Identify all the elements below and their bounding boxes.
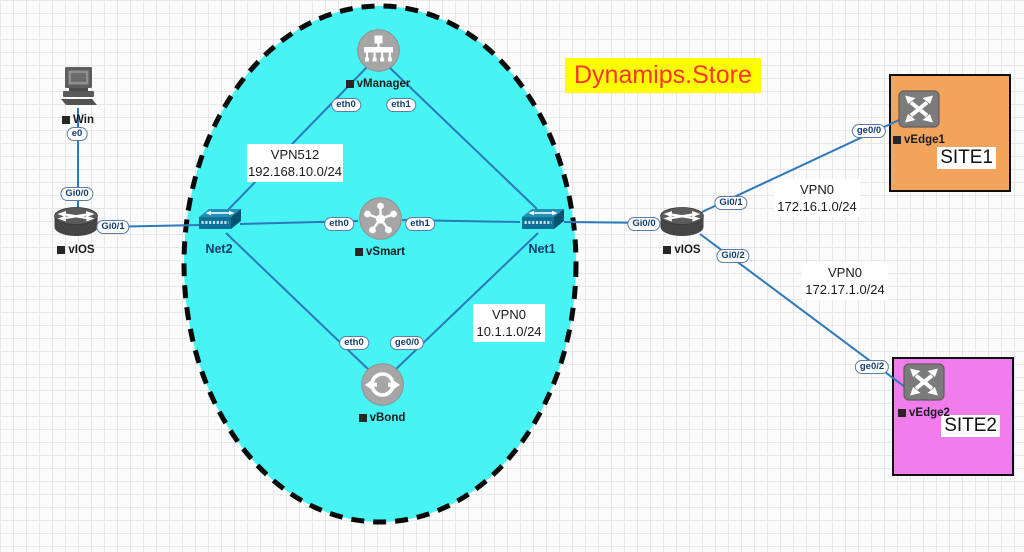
vedge-icon[interactable] xyxy=(903,363,945,401)
vbond-icon[interactable] xyxy=(360,363,404,406)
node-vedge2[interactable]: vEdge2 xyxy=(883,363,965,419)
node-label: vBond xyxy=(342,412,422,424)
port-label-vedge1-ge0-0: ge0/0 xyxy=(851,124,887,138)
port-label-win-e0: e0 xyxy=(66,127,88,141)
port-label-vmanager-eth0: eth0 xyxy=(331,98,361,112)
site2-label: SITE2 xyxy=(941,415,1000,437)
pc-icon[interactable] xyxy=(56,66,100,108)
port-label-vsmart-eth1: eth1 xyxy=(405,217,435,231)
node-label: vEdge1 xyxy=(878,134,960,146)
network-name: VPN0 xyxy=(828,265,862,280)
router-icon[interactable] xyxy=(53,206,99,238)
port-label-vbond-ge0-0: ge0/0 xyxy=(389,336,425,350)
node-label: Net2 xyxy=(205,242,233,256)
node-marker-icon xyxy=(663,246,672,254)
node-vedge1[interactable]: vEdge1 xyxy=(878,90,960,146)
node-label: vManager xyxy=(338,78,418,90)
node-marker-icon xyxy=(898,409,907,417)
page-title: Dynamips.Store xyxy=(565,58,761,93)
node-label: Net1 xyxy=(528,242,556,256)
switch-icon[interactable] xyxy=(196,205,242,235)
port-label-vios-right-gi0-0: Gi0/0 xyxy=(627,217,661,231)
node-label: vSmart xyxy=(340,246,420,258)
network-subnet: 10.1.1.0/24 xyxy=(476,324,542,339)
link-vmanager-net1[interactable] xyxy=(389,67,538,210)
network-name: VPN0 xyxy=(492,307,526,322)
port-label-vbond-eth0: eth0 xyxy=(339,336,369,350)
node-marker-icon xyxy=(345,80,354,88)
node-label: vIOS xyxy=(36,244,116,256)
port-label-vios-right-gi0-2: Gi0/2 xyxy=(716,249,750,263)
switch-icon[interactable] xyxy=(519,205,565,235)
network-label-vpn0-core: VPN0 10.1.1.0/24 xyxy=(473,304,545,342)
node-label: vEdge2 xyxy=(883,407,965,419)
node-net1[interactable]: Net1 xyxy=(502,205,582,256)
port-label-vios-right-gi0-1: Gi0/1 xyxy=(714,196,748,210)
vsmart-icon[interactable] xyxy=(358,197,402,240)
link-net2-vmanager[interactable] xyxy=(223,65,369,215)
management-zone-ellipse[interactable] xyxy=(181,3,579,525)
port-label-vmanager-eth1: eth1 xyxy=(386,98,416,112)
site2-zone[interactable]: SITE2 xyxy=(892,357,1014,476)
site1-label: SITE1 xyxy=(937,147,996,169)
router-icon[interactable] xyxy=(659,206,705,238)
node-vios-left[interactable]: vIOS xyxy=(36,206,116,256)
network-subnet: 192.168.10.0/24 xyxy=(248,164,342,179)
vmanager-icon[interactable] xyxy=(356,29,400,72)
network-name: VPN512 xyxy=(270,147,320,162)
network-subnet: 172.17.1.0/24 xyxy=(805,282,885,297)
node-vmanager[interactable]: vManager xyxy=(338,29,418,90)
network-label-vpn0-site2: VPN0 172.17.1.0/24 xyxy=(802,262,888,300)
node-vsmart[interactable]: vSmart xyxy=(340,197,420,258)
node-win[interactable]: Win xyxy=(38,66,118,126)
network-subnet: 172.16.1.0/24 xyxy=(777,199,857,214)
port-label-vios-left-gi0-0: Gi0/0 xyxy=(60,187,94,201)
node-label: Win xyxy=(38,114,118,126)
node-marker-icon xyxy=(57,246,66,254)
node-vios-right[interactable]: vIOS xyxy=(642,206,722,256)
network-name: VPN0 xyxy=(800,182,834,197)
node-label: vIOS xyxy=(642,244,722,256)
port-label-vedge2-ge0-2: ge0/2 xyxy=(854,360,890,374)
node-vbond[interactable]: vBond xyxy=(342,363,422,424)
node-net2[interactable]: Net2 xyxy=(179,205,259,256)
vedge-icon[interactable] xyxy=(898,90,940,128)
site1-zone[interactable]: SITE1 xyxy=(889,74,1011,192)
node-marker-icon xyxy=(358,414,367,422)
port-label-vios-left-gi0-1: Gi0/1 xyxy=(96,220,130,234)
node-marker-icon xyxy=(355,248,363,256)
node-marker-icon xyxy=(893,136,902,144)
port-label-vsmart-eth0: eth0 xyxy=(324,217,354,231)
network-label-vpn512: VPN512 192.168.10.0/24 xyxy=(247,144,343,182)
network-label-vpn0-site1: VPN0 172.16.1.0/24 xyxy=(774,179,860,217)
node-marker-icon xyxy=(62,116,70,124)
